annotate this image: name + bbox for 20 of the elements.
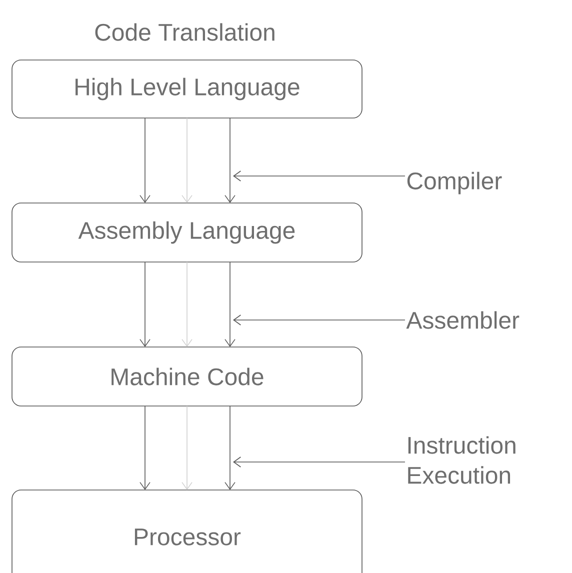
stage-label: Instruction Execution — [408, 436, 516, 484]
title: Code Translation — [95, 23, 274, 41]
process-box: High Level Language — [12, 60, 362, 118]
arrow — [182, 118, 192, 203]
arrow — [140, 194, 150, 203]
arrow — [140, 482, 150, 490]
leader-arrow — [233, 314, 406, 326]
leader-arrow — [233, 170, 406, 182]
process-box: Processor — [12, 490, 362, 573]
arrow — [224, 194, 236, 203]
process-box: Machine Code — [12, 346, 362, 406]
stage-label: Compiler — [407, 172, 502, 194]
arrow — [224, 482, 236, 490]
process-box: Assembly Language — [12, 202, 362, 262]
stage-label: Assembler — [406, 311, 520, 329]
arrow — [140, 338, 150, 347]
arrow — [182, 262, 192, 347]
leader-arrow — [233, 456, 406, 468]
arrow — [182, 406, 192, 490]
arrow — [224, 338, 236, 347]
